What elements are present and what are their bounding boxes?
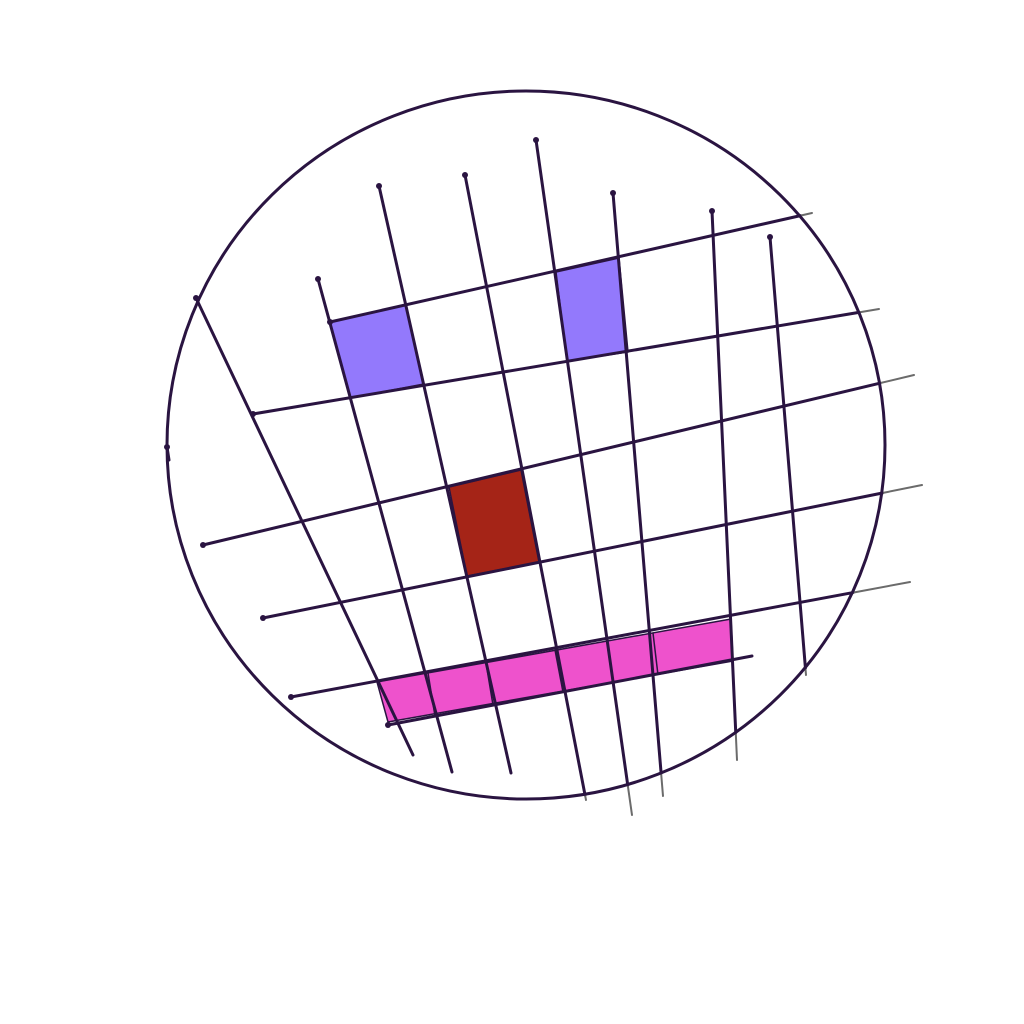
line-endpoint-dot (533, 137, 539, 143)
circle-outline (165, 89, 887, 801)
line-endpoint-dot (385, 722, 391, 728)
grid-line-vertical (533, 137, 633, 816)
cell-purple-upper-right (555, 257, 629, 362)
grid-line-vertical (376, 183, 513, 775)
grid-line-vertical (767, 234, 807, 676)
line-endpoint-dot (288, 694, 294, 700)
grid-line-vertical (709, 208, 738, 761)
grid-line-horizontal (250, 308, 880, 417)
line-endpoint-dot (376, 183, 382, 189)
line-endpoint-dot (200, 542, 206, 548)
grid-line-horizontal (260, 484, 923, 621)
grid-line-horizontal (385, 654, 754, 728)
outline-layer (165, 89, 887, 801)
line-endpoint-dot (767, 234, 773, 240)
grid-line-horizontal (200, 374, 915, 548)
grid-line-horizontal (327, 212, 813, 325)
line-endpoint-dot (250, 411, 256, 417)
grid-line-horizontal (288, 581, 911, 700)
line-endpoint-dot (610, 190, 616, 196)
pink-cell-divider (652, 632, 659, 676)
grid-line-vertical (610, 190, 664, 797)
pink-cell-divider (554, 649, 564, 693)
line-endpoint-dot (327, 319, 333, 325)
line-endpoint-dot (709, 208, 715, 214)
line-endpoint-dot (462, 172, 468, 178)
line-endpoint-dot (260, 615, 266, 621)
lines-layer (164, 137, 923, 816)
grid-line-vertical (315, 276, 454, 774)
line-endpoint-dot (315, 276, 321, 282)
